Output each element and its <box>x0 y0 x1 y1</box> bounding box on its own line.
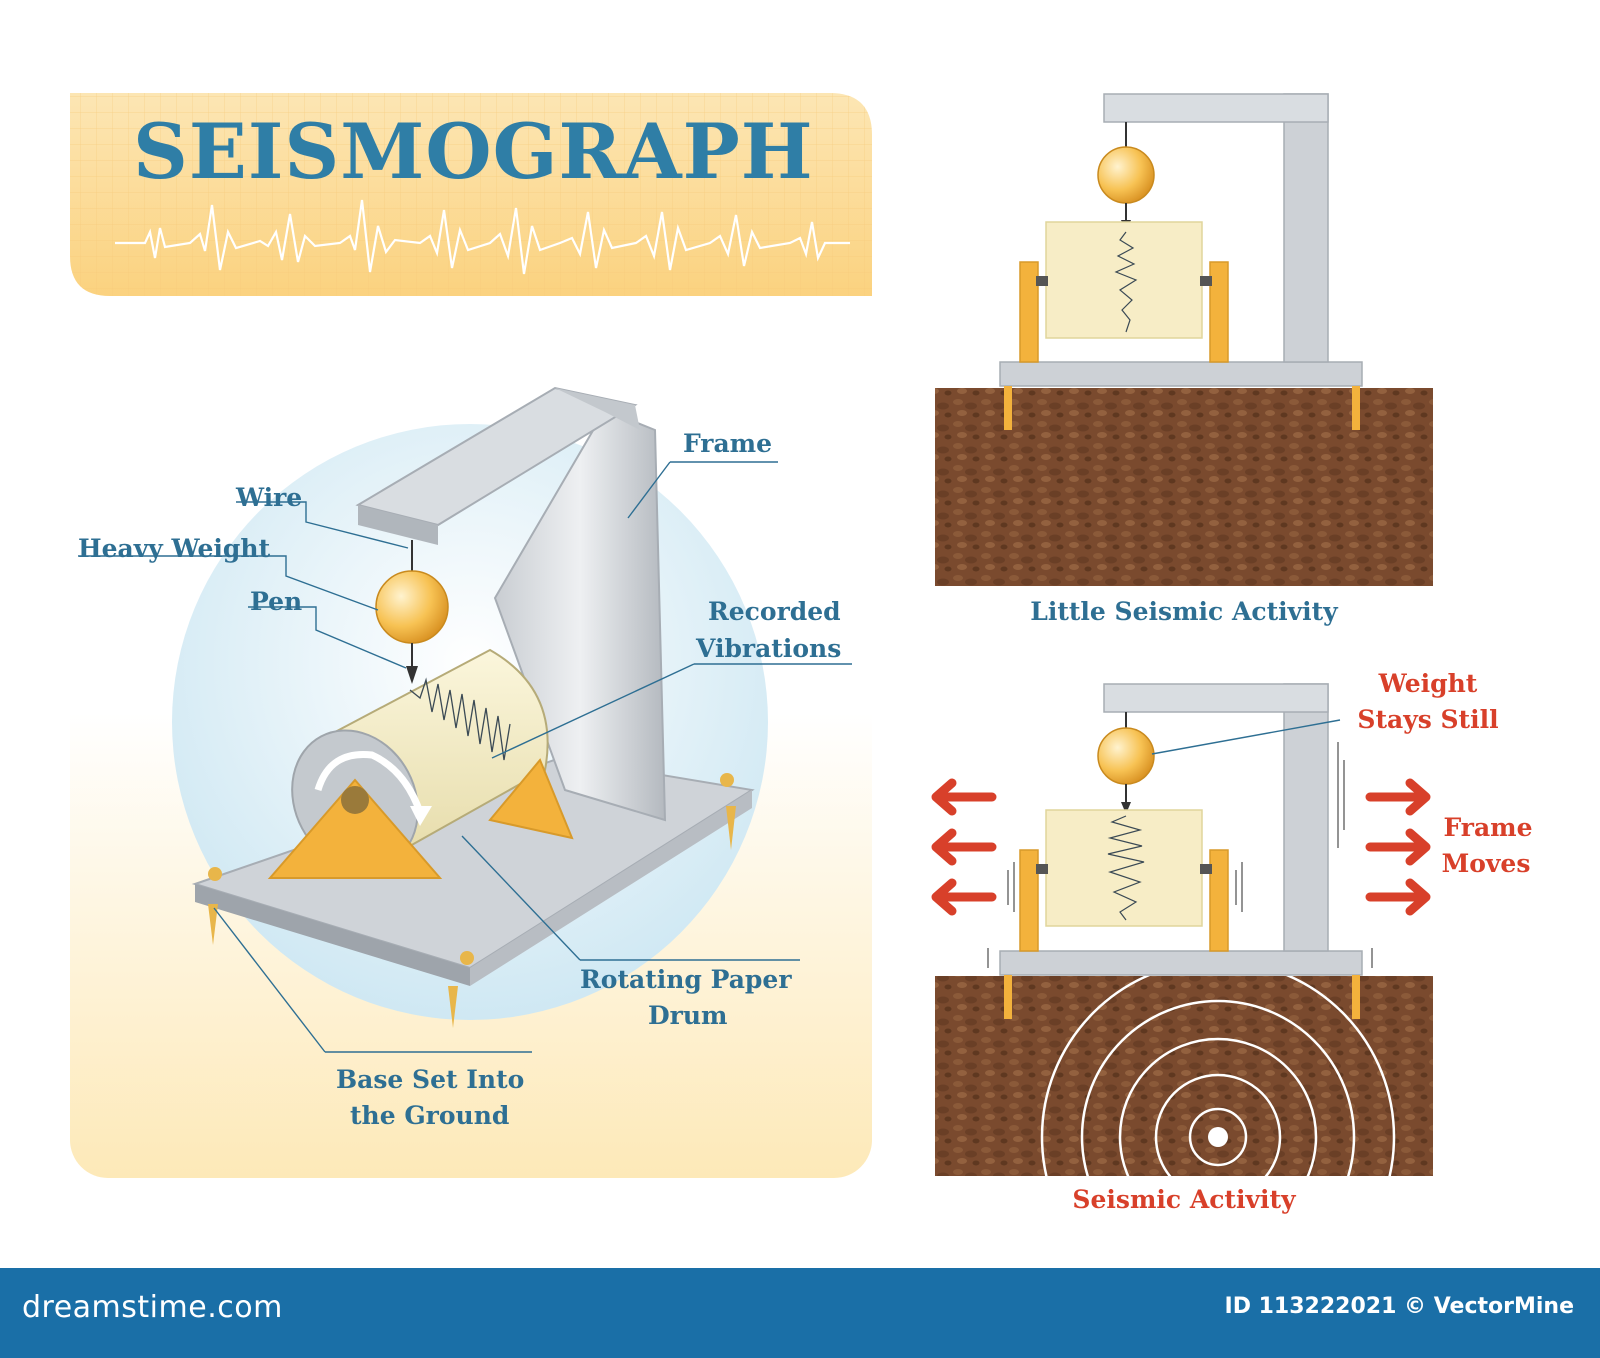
label-pen: Pen <box>250 587 302 616</box>
wire-and-weight <box>375 540 449 684</box>
seismic-wave-rings <box>1040 976 1396 1176</box>
soil-block-bottom <box>935 976 1433 1176</box>
label-the-ground: the Ground <box>350 1101 509 1130</box>
rotating-paper-drum <box>267 648 574 879</box>
right-arrows <box>1365 778 1431 916</box>
soil-block-top <box>935 388 1433 586</box>
little-activity-panel: Little Seismic Activity <box>935 93 1433 626</box>
left-arrows <box>931 778 997 916</box>
label-weight: Weight <box>1378 669 1478 698</box>
banner-waveform <box>115 199 850 275</box>
left-labels: Frame Wire Heavy Weight Pen Recorded Vib… <box>78 429 841 1130</box>
label-frame: Frame <box>683 429 772 458</box>
seismograph-frame <box>355 386 667 822</box>
left-label-lines <box>78 461 852 1053</box>
page-title: SEISMOGRAPH <box>133 107 814 196</box>
caption-seismic-activity: Seismic Activity <box>1072 1185 1297 1214</box>
label-base-set-into: Base Set Into <box>336 1065 524 1094</box>
label-vibrations: Vibrations <box>695 634 841 663</box>
shake-lines <box>987 742 1373 968</box>
label-frame-moves-1: Frame <box>1443 813 1532 842</box>
label-heavy-weight: Heavy Weight <box>78 534 271 563</box>
heavy-weight-ball <box>375 570 449 644</box>
label-recorded: Recorded <box>708 597 841 626</box>
caption-little-activity: Little Seismic Activity <box>1030 597 1339 626</box>
seismograph-base <box>191 756 755 1028</box>
label-drum: Drum <box>648 1001 727 1030</box>
footer-image-id: ID 113222021 © VectorMine <box>1224 1294 1574 1319</box>
footer-bar: dreamstime.com ID 113222021 © VectorMine <box>0 1268 1600 1358</box>
label-wire: Wire <box>235 483 302 512</box>
footer-site-name: dreamstime.com <box>22 1290 283 1325</box>
label-frame-moves-2: Moves <box>1442 849 1531 878</box>
seismic-activity-panel: Weight Stays Still Frame Moves Seismic A… <box>931 669 1533 1214</box>
label-stays-still: Stays Still <box>1357 705 1498 734</box>
title-banner: SEISMOGRAPH <box>70 93 872 296</box>
label-rotating-paper: Rotating Paper <box>580 965 792 994</box>
recorded-vibrations-trace <box>409 677 511 761</box>
